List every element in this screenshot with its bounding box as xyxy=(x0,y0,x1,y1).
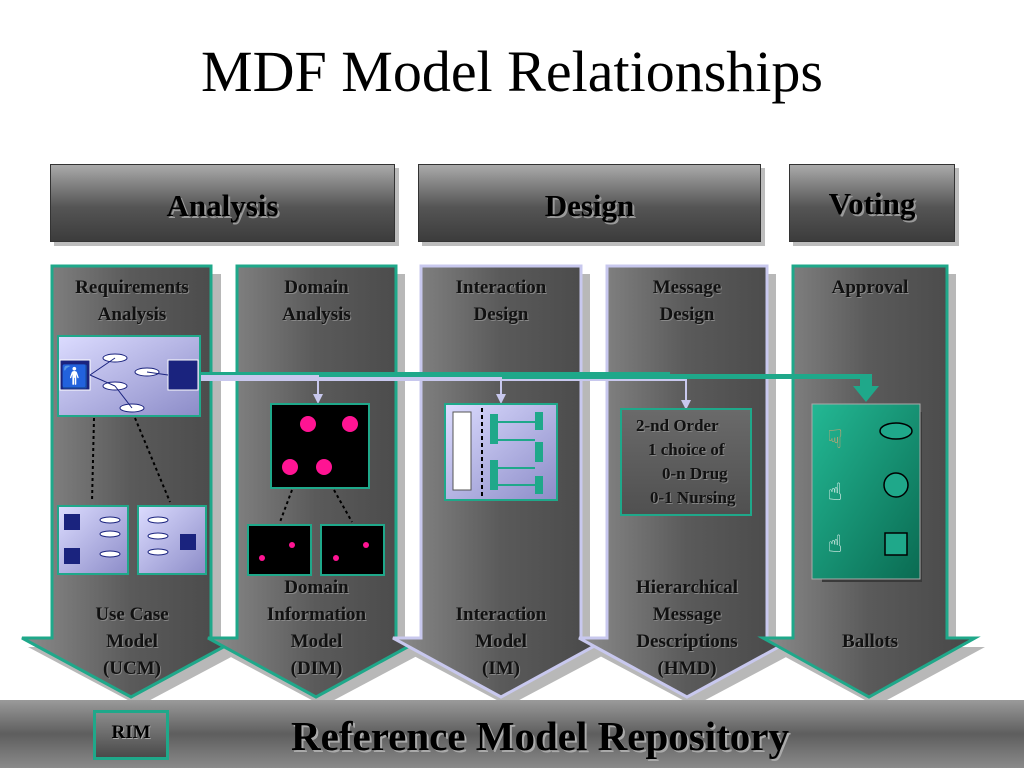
svg-text:☟: ☟ xyxy=(827,425,843,455)
rim-badge: RIM xyxy=(93,710,169,760)
column-5-model: Ballots xyxy=(842,631,898,652)
svg-text:☝: ☝ xyxy=(828,478,843,506)
svg-text:☝: ☝ xyxy=(828,530,843,558)
column-5-title: Approval xyxy=(831,277,909,298)
phase-design-header: Design xyxy=(418,164,761,242)
phase-voting-label: Voting xyxy=(828,186,916,221)
phase-design-label: Design xyxy=(544,188,635,223)
interaction-model-diagram xyxy=(444,403,558,501)
repository-bar xyxy=(0,700,1024,768)
phase-voting-header: Voting xyxy=(789,164,955,242)
domain-model-diagram xyxy=(247,403,385,576)
connector-lines xyxy=(200,372,879,410)
phase-analysis-label: Analysis xyxy=(166,188,279,223)
svg-text:🚹: 🚹 xyxy=(61,364,88,390)
repository-title: Reference Model Repository xyxy=(291,713,789,759)
ballot-box: ☟ ☝ ☝ xyxy=(811,403,922,582)
message-design-box xyxy=(620,408,752,516)
use-case-diagram: 🚹 xyxy=(57,335,207,575)
slide-title: MDF Model Relationships xyxy=(201,39,823,104)
phase-analysis-header: Analysis xyxy=(50,164,395,242)
message-box-text: 2-nd Order 1 choice of 0-n Drug 0-1 Nurs… xyxy=(636,416,736,507)
